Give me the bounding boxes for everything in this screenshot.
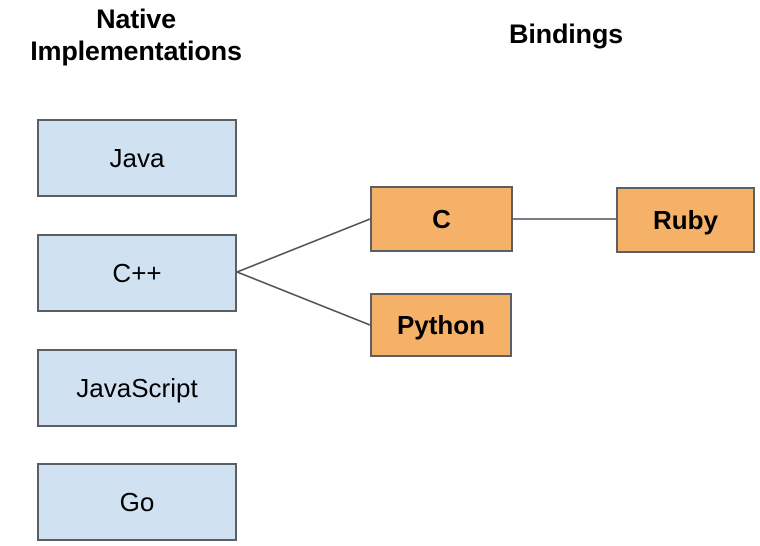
node-c-label: C [432,204,451,234]
node-c[interactable]: C [370,186,513,252]
node-python[interactable]: Python [370,293,512,357]
node-ruby-label: Ruby [653,205,718,235]
node-javascript-label: JavaScript [76,373,198,403]
node-java[interactable]: Java [37,119,237,197]
node-java-label: Java [109,143,165,173]
node-javascript[interactable]: JavaScript [37,349,237,427]
node-ruby[interactable]: Ruby [616,187,755,253]
column-header-native-implementations: Native Implementations [30,4,242,66]
edge-cpp-to-c [236,218,371,273]
node-go-label: Go [119,487,155,517]
node-python-label: Python [396,310,486,340]
column-header-bindings: Bindings [509,19,623,49]
node-go[interactable]: Go [37,463,237,541]
node-cpp-label: C++ [112,258,162,288]
edge-cpp-to-python [236,271,371,326]
node-cpp[interactable]: C++ [37,234,237,312]
